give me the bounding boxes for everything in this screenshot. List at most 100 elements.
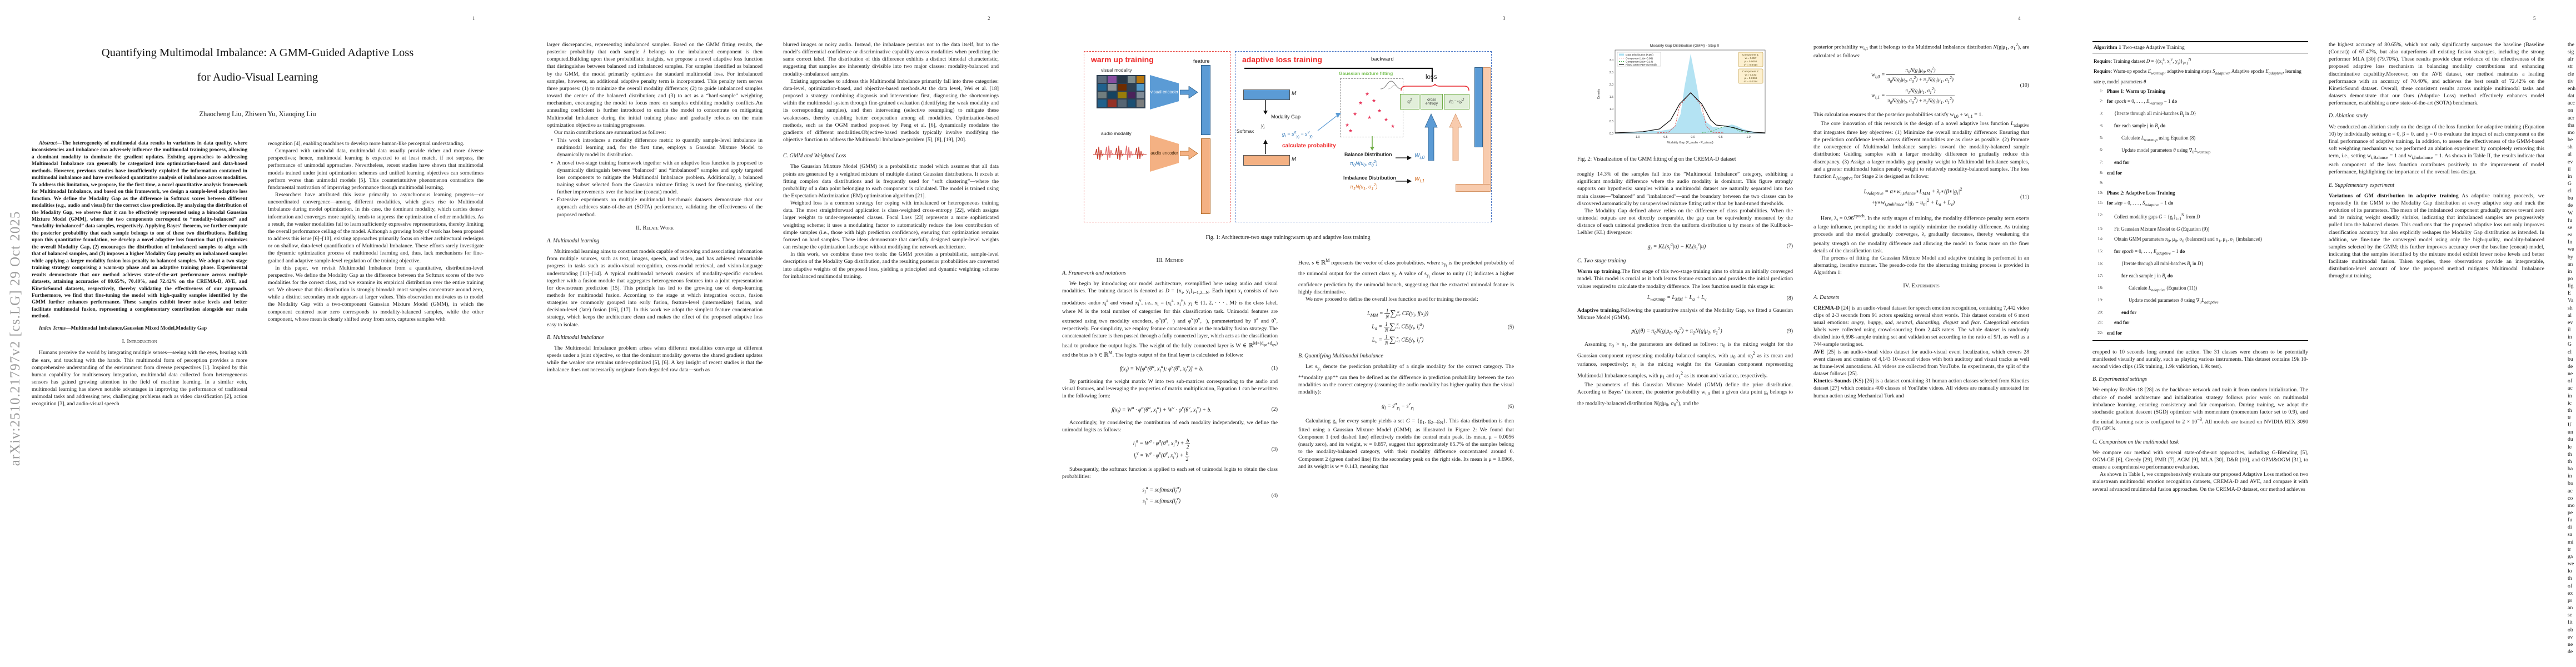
clipped-text-line: lig — [2568, 283, 2574, 290]
svg-text:0.5: 0.5 — [1718, 136, 1722, 139]
paragraph: Here, λt = 0.96epoch. In the early stage… — [1813, 213, 2029, 254]
equation-number: (1) — [1271, 365, 1278, 372]
equation-number: (3) — [1271, 446, 1278, 453]
audio-logits-M: M — [1292, 156, 1297, 162]
svg-text:Component 1 (w=0.86): Component 1 (w=0.86) — [1626, 57, 1653, 61]
loss-label: loss — [1426, 74, 1437, 81]
bullet-icon: • — [551, 137, 553, 144]
paragraph-text: As adaptive training proceeds, we repeat… — [2329, 192, 2544, 280]
clipped-text-line: by — [2568, 253, 2573, 260]
paragraph: Weighted loss is a common strategy for c… — [783, 200, 999, 251]
abstract-lead: Abstract — [39, 141, 57, 146]
page-1: 1 arXiv:2510.21797v2 [cs.LG] 29 Oct 2025… — [0, 0, 515, 667]
bold-lead: Warm up training. — [1577, 268, 1622, 275]
visual-feature-bar — [1201, 65, 1210, 135]
algorithm-line: 5:Calculate Lwarmup using Equation (8) — [2100, 135, 2196, 143]
clipped-text-line: fu — [2568, 517, 2573, 524]
paragraph: By partitioning the weight matrix W into… — [1062, 379, 1278, 400]
subsection-two-stage: C. Two-stage training — [1577, 258, 1626, 265]
subsection-gmm-weighted-loss: C. GMM and Weighted Loss — [783, 153, 846, 160]
clipped-text-line: in — [2568, 392, 2572, 399]
paragraph: Warm up training.The first stage of this… — [1577, 268, 1793, 290]
equation-number: (11) — [2020, 193, 2029, 200]
bullet-text: A novel two-stage training framework tog… — [557, 160, 763, 196]
clipped-text-line: al — [2568, 312, 2572, 318]
section-heading-experiments: IV. Experiments — [1903, 283, 1940, 290]
clipped-text-line: W — [2568, 210, 2573, 216]
w0-label: Wi,0 — [1414, 153, 1425, 160]
clipped-text-line: tha — [2568, 122, 2574, 128]
clipped-text-line: enh — [2568, 85, 2576, 92]
algorithm-line: 7:end for — [2100, 160, 2130, 166]
paragraph: the highest accuracy of 80.65%, which no… — [2329, 42, 2544, 107]
page-4: 4 Modality Gap Distribution (GMM) - Step… — [1546, 0, 2061, 667]
clipped-text-line: in — [2568, 173, 2572, 180]
clipped-text-line: str — [2568, 63, 2573, 70]
paragraph: In this paper, we revisit Multimodal Imb… — [268, 265, 484, 322]
clipped-text-line: of — [2568, 378, 2573, 385]
contribution-bullet: •This work introduces a modality differe… — [547, 137, 763, 158]
clipped-text-line: be — [2568, 137, 2573, 143]
algorithm-line: 9: — [2100, 180, 2103, 185]
equation-number: (9) — [1786, 327, 1793, 334]
algorithm-line: 21:end for — [2097, 320, 2130, 326]
loss-term-gap-label: gi2 — [1407, 98, 1412, 105]
page-5: 5 Algorithm 1 Two-stage Adaptive Trainin… — [2061, 0, 2576, 667]
paragraph: The Modality Gap defined above relies on… — [1577, 207, 1793, 236]
svg-text:-1.0: -1.0 — [1635, 136, 1640, 139]
svg-text:-0.5: -0.5 — [1663, 136, 1668, 139]
paragraph: Subsequently, the softmax function is ap… — [1062, 466, 1278, 480]
dataset-ave: AVE [25] is an audio-visual video datase… — [1813, 349, 2029, 377]
page-number: 1 — [472, 16, 475, 21]
paragraph: Existing approaches to address this Mult… — [783, 78, 999, 143]
softmax-label: Softmax — [1237, 128, 1254, 134]
svg-text:1.0: 1.0 — [1610, 108, 1613, 111]
w1-label: Wi,1 — [1414, 176, 1425, 183]
algorithm-line: 4:for each sample j in Bt do — [2100, 123, 2166, 131]
equation-body: Lwarmup = LMM + La + Lv — [1647, 294, 1707, 302]
equation-number: (6) — [1507, 404, 1514, 410]
arrow-icon — [1396, 179, 1412, 183]
orange-up-block-arrow-icon — [1449, 113, 1462, 161]
algorithm-line: 12:Collect modality gaps G = {gi}i=1N fr… — [2097, 212, 2200, 221]
equation-2: f(xi) = Wa · φa(θa, xia) + Wv · φv(θv, x… — [1062, 404, 1278, 415]
svg-text:w = 0.143: w = 0.143 — [1745, 73, 1757, 77]
svg-text:σ² = 0.0414: σ² = 0.0414 — [1744, 63, 1758, 67]
clipped-text-line: fit — [2568, 619, 2573, 626]
clipped-text-line: ga — [2568, 553, 2573, 560]
clipped-text-line: ev — [2568, 319, 2573, 326]
clipped-text-line: G — [2568, 180, 2572, 187]
bullet-icon: • — [551, 197, 553, 203]
equation-body: gi = KL(sia|u) − KL(siv|u) — [1647, 241, 1706, 251]
subsection-experimental-settings: B. Experimental settings — [2092, 376, 2148, 383]
page3-left-column: III. Method A. Framework and notations W… — [1062, 257, 1278, 661]
clipped-text-line: an — [2568, 261, 2573, 267]
algorithm-line: 18:Calculate Ladaptive (Equation (11)) — [2097, 285, 2198, 292]
scatter-star-icon: ★ — [1358, 100, 1363, 106]
algorithm-body: Require: Training dataset D = {(xia, xiv… — [2092, 53, 2308, 340]
paragraph-text: Following the quantitative analysis of t… — [1577, 307, 1793, 321]
loss-term-ce-label: cross entropy — [1426, 98, 1438, 106]
svg-text:Component 2 (w=0.14): Component 2 (w=0.14) — [1626, 61, 1653, 64]
scatter-star-icon: ★ — [1365, 91, 1370, 97]
clipped-text-line: un — [2568, 429, 2573, 436]
adaptive-title: adaptive loss training — [1242, 55, 1322, 64]
bold-lead: Adaptive training. — [1577, 307, 1621, 313]
arrow-icon — [1396, 156, 1412, 160]
chart-ylabel: Density — [1597, 89, 1601, 99]
algorithm-line: 20:end for — [2097, 310, 2137, 316]
clipped-text-line: an — [2568, 605, 2573, 611]
clipped-text-line: ac — [2568, 487, 2573, 494]
visual-modality-thumbnail — [1097, 75, 1145, 108]
page-number: 5 — [2533, 16, 2536, 21]
clipped-text-line: In — [2568, 239, 2573, 246]
clipped-text-line: ev — [2568, 158, 2573, 165]
clipped-text-line: tr — [2568, 546, 2571, 552]
page-3: 3 warm up training feature visual modali… — [1030, 0, 1546, 667]
audio-modality-label: audio modality — [1101, 131, 1132, 136]
clipped-text-line: in — [2568, 473, 2572, 480]
green-down-arrow-icon — [1370, 136, 1374, 151]
clipped-text-line: bu — [2568, 195, 2573, 202]
clipped-text-line: cl — [2568, 349, 2572, 355]
clipped-text-line: sig — [2568, 49, 2574, 56]
